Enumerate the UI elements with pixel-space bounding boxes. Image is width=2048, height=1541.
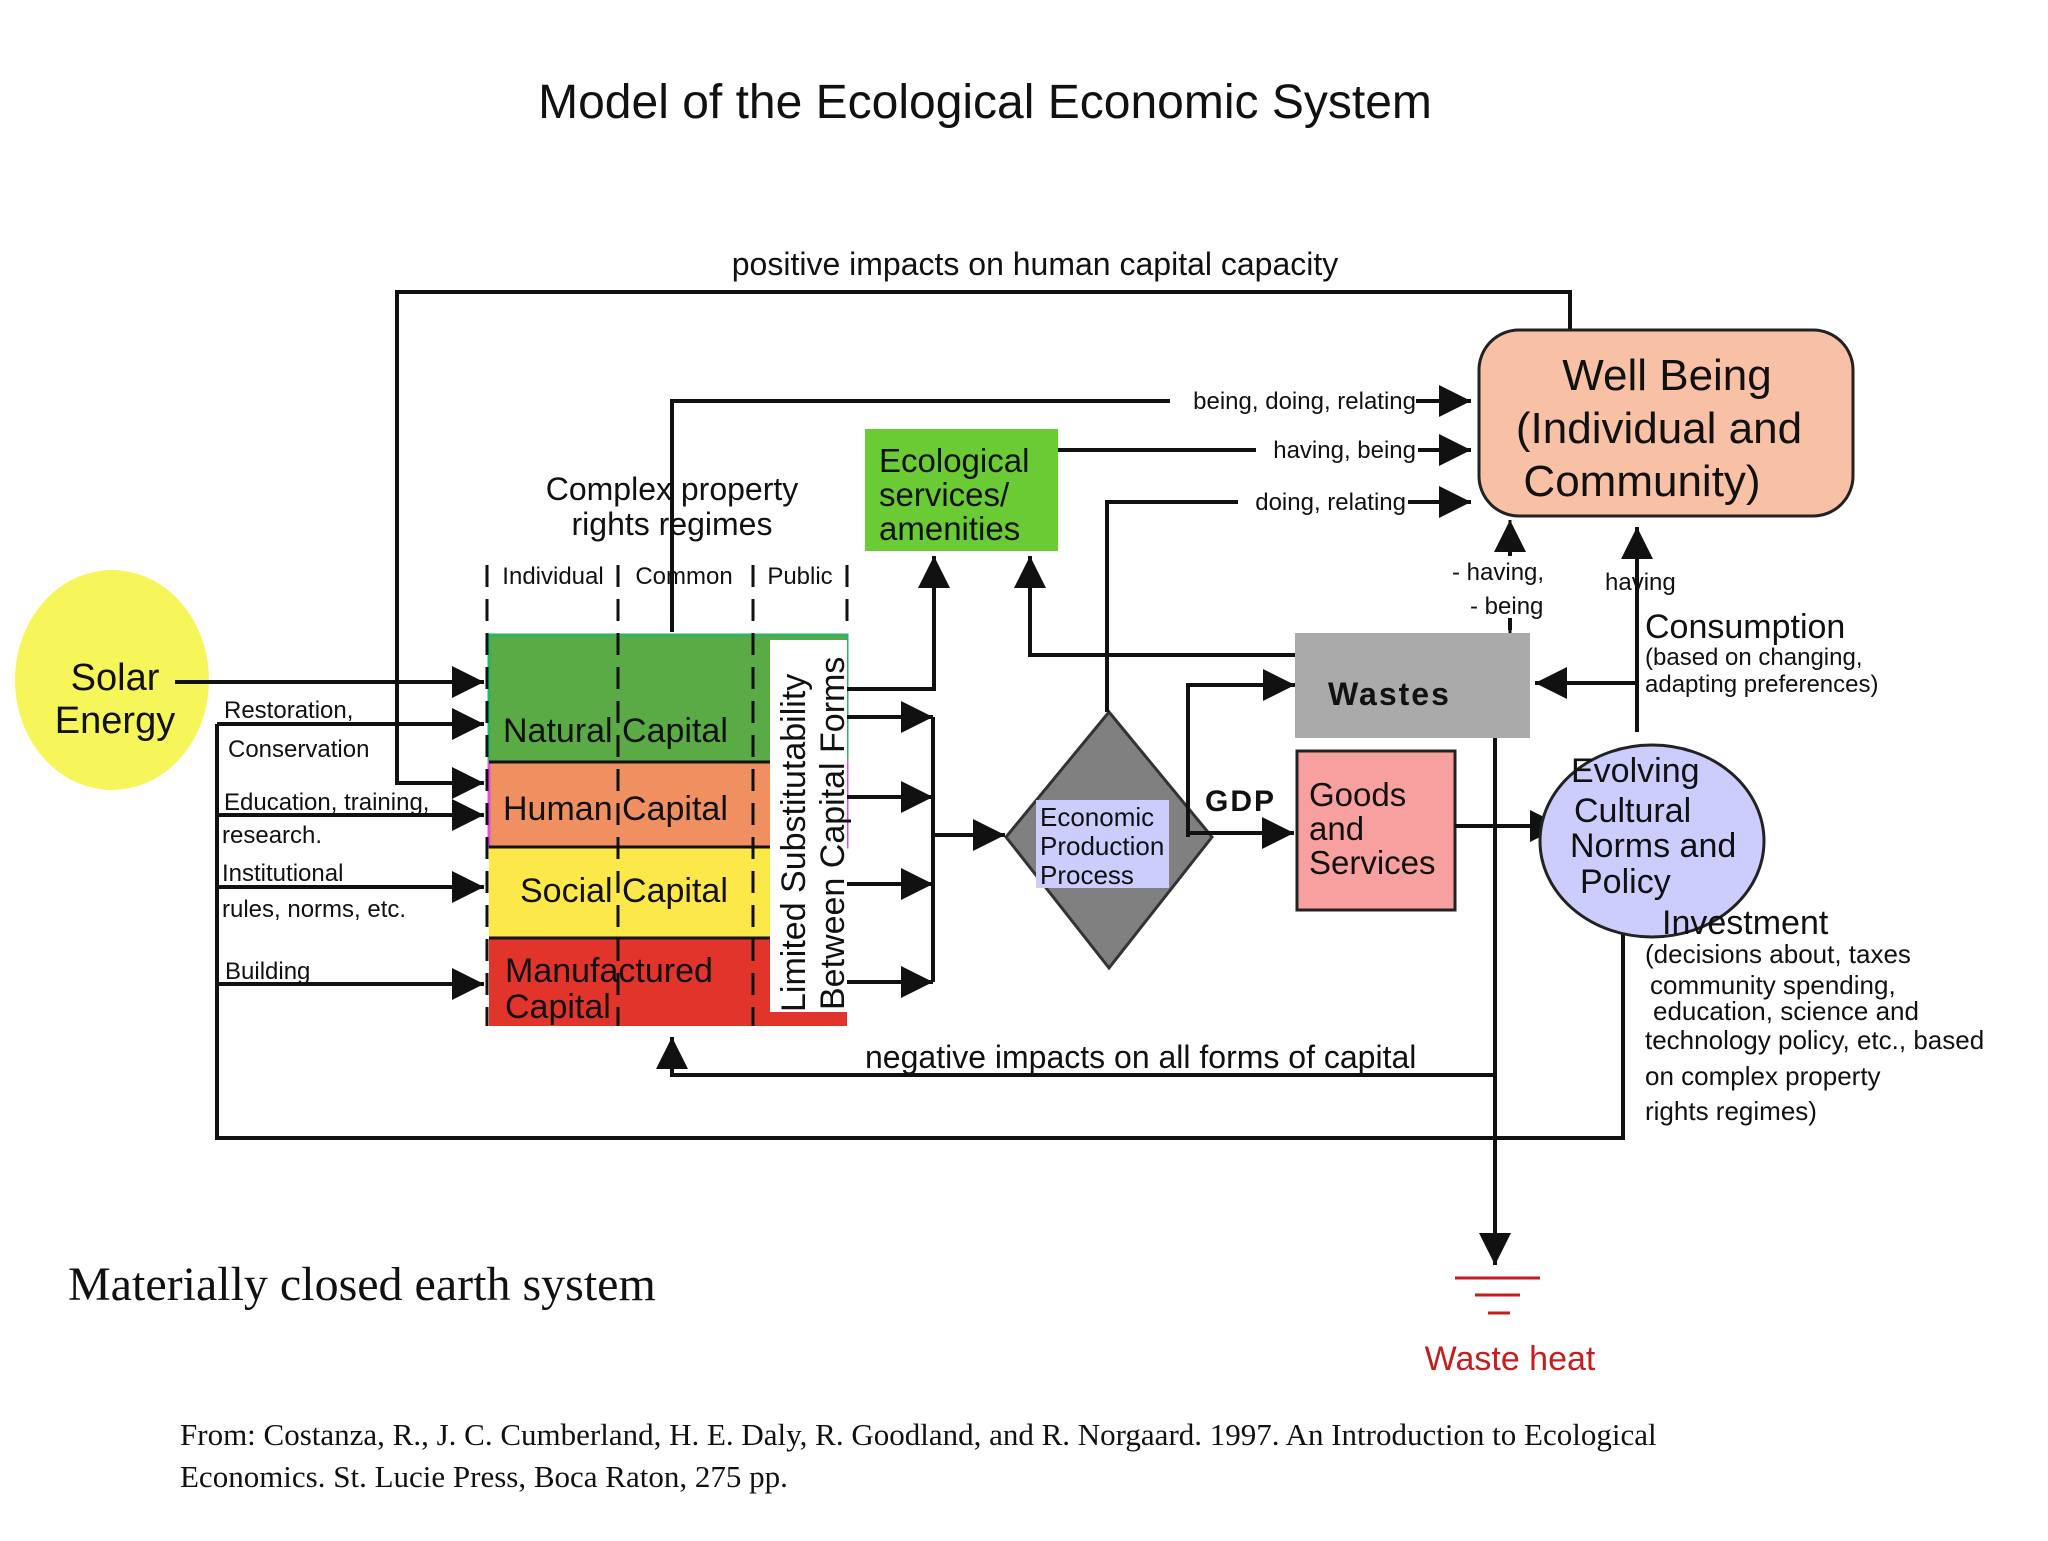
norms-label-3: Norms and [1570, 827, 1736, 865]
natural-to-services-arrow [847, 556, 950, 691]
common-label: Common [635, 563, 732, 590]
edge-label-minus-being: - being [1470, 593, 1543, 620]
wastes-node: Wastes [1295, 633, 1530, 738]
negative-impacts-loop: negative impacts on all forms of capital [656, 1037, 1495, 1077]
positive-impacts-label: positive impacts on human capital capaci… [732, 246, 1339, 282]
eco-services-label-1: Ecological [879, 442, 1029, 479]
norms-label-4: Policy [1580, 863, 1671, 901]
edge-label-minus-having: - having, [1452, 559, 1544, 586]
restoration-label: Restoration, [224, 697, 353, 724]
negative-impacts-label: negative impacts on all forms of capital [865, 1039, 1416, 1075]
wellbeing-label-3: Community) [1523, 457, 1760, 506]
norms-label-2: Cultural [1574, 792, 1691, 830]
public-label: Public [767, 563, 832, 590]
consumption-line-1: (based on changing, [1645, 644, 1863, 671]
norms-node: Evolving Cultural Norms and Policy [1538, 743, 1766, 939]
waste-heat-label: Waste heat [1425, 1340, 1596, 1378]
investment-line-5: on complex property [1645, 1061, 1881, 1091]
solar-ellipse [15, 570, 209, 790]
investment-line-6: rights regimes) [1645, 1096, 1817, 1126]
production-process-node: Economic Production Process [1004, 709, 1214, 971]
investment-line-1: (decisions about, taxes [1645, 939, 1911, 969]
wellbeing-node: Well Being (Individual and Community) [1477, 328, 1855, 518]
edge-label-being-doing-relating: being, doing, relating [1193, 388, 1416, 415]
wastes-to-services-arrow [1014, 556, 1295, 657]
edge-label-having-being: having, being [1273, 437, 1416, 464]
wellbeing-label-2: (Individual and [1516, 404, 1802, 453]
production-to-wastes-arrow [1186, 669, 1295, 837]
input-arrows: Restoration, Conservation Education, tra… [215, 697, 1625, 1140]
citation-line-1: From: Costanza, R., J. C. Cumberland, H.… [180, 1417, 1657, 1452]
investment-line-2: community spending, [1650, 970, 1896, 1000]
human-capital-label: Human Capital [503, 790, 728, 828]
substitutability-panel [770, 640, 847, 1012]
eco-services-label-2: services/ [879, 476, 1010, 513]
wellbeing-box [1477, 328, 1855, 518]
diagram-title: Model of the Ecological Economic System [538, 76, 1432, 129]
manufactured-capital-label-2: Capital [505, 988, 611, 1026]
institutional-label: Institutional [222, 860, 343, 887]
education-label: Education, training, [224, 789, 429, 816]
eco-services-label-3: amenities [879, 510, 1020, 547]
citation-line-2: Economics. St. Lucie Press, Boca Raton, … [180, 1459, 788, 1494]
goods-label-1: Goods [1309, 776, 1406, 813]
goods-services-box [1295, 749, 1457, 912]
consumption-annotation: Consumption (based on changing, adapting… [1645, 608, 1878, 698]
investment-line-4: technology policy, etc., based [1645, 1025, 1984, 1055]
manufactured-capital-label-1: Manufactured [505, 952, 713, 990]
closed-system-label: Materially closed earth system [68, 1258, 656, 1311]
building-label: Building [225, 958, 310, 985]
goods-services-node: Goods and Services [1295, 749, 1457, 912]
substitutability-label-2: Between Capital Forms [814, 657, 852, 1010]
production-label-3: Process [1040, 860, 1134, 890]
social-capital-label: Social Capital [520, 872, 728, 910]
capital-stack: Natural Capital Human Capital Social Cap… [485, 565, 852, 1026]
solar-label-2: Energy [55, 700, 175, 742]
solar-energy-node: Solar Energy [15, 570, 209, 790]
consumption-line-2: adapting preferences) [1645, 671, 1878, 698]
positive-impacts-loop: positive impacts on human capital capaci… [395, 246, 1572, 799]
rules-norms-label: rules, norms, etc. [222, 896, 406, 923]
gdp-label: GDP [1205, 785, 1276, 818]
investment-title: Investment [1662, 904, 1829, 942]
wastes-box [1295, 633, 1530, 738]
edge-label-doing-relating: doing, relating [1255, 489, 1406, 516]
ecological-services-node: Ecological services/ amenities [865, 429, 1058, 551]
ecological-services-box [865, 429, 1058, 551]
production-label-2: Production [1040, 831, 1164, 861]
solar-label-1: Solar [71, 657, 160, 699]
norms-label-1: Evolving [1571, 752, 1700, 790]
individual-label: Individual [502, 563, 603, 590]
investment-line-3: education, science and [1653, 996, 1919, 1026]
consumption-title: Consumption [1645, 608, 1845, 646]
waste-heat-ground-icon [1455, 1276, 1540, 1315]
wastes-label: Wastes [1328, 676, 1451, 712]
norms-ellipse [1538, 743, 1766, 939]
capitals-to-production-arrows [847, 701, 1005, 998]
conservation-label: Conservation [228, 736, 369, 763]
wellbeing-label-1: Well Being [1562, 351, 1772, 400]
goods-label-3: Services [1309, 844, 1436, 881]
research-label: research. [222, 822, 322, 849]
goods-label-2: and [1309, 810, 1364, 847]
production-label-1: Economic [1040, 802, 1154, 832]
natural-capital-label: Natural Capital [503, 712, 728, 750]
property-rights-header: Complex property rights regimes Individu… [502, 471, 832, 590]
edge-label-having: having [1605, 569, 1676, 596]
investment-annotation: Investment (decisions about, taxes commu… [1645, 904, 1984, 1126]
substitutability-label-1: Limited Substitutability [775, 674, 813, 1012]
